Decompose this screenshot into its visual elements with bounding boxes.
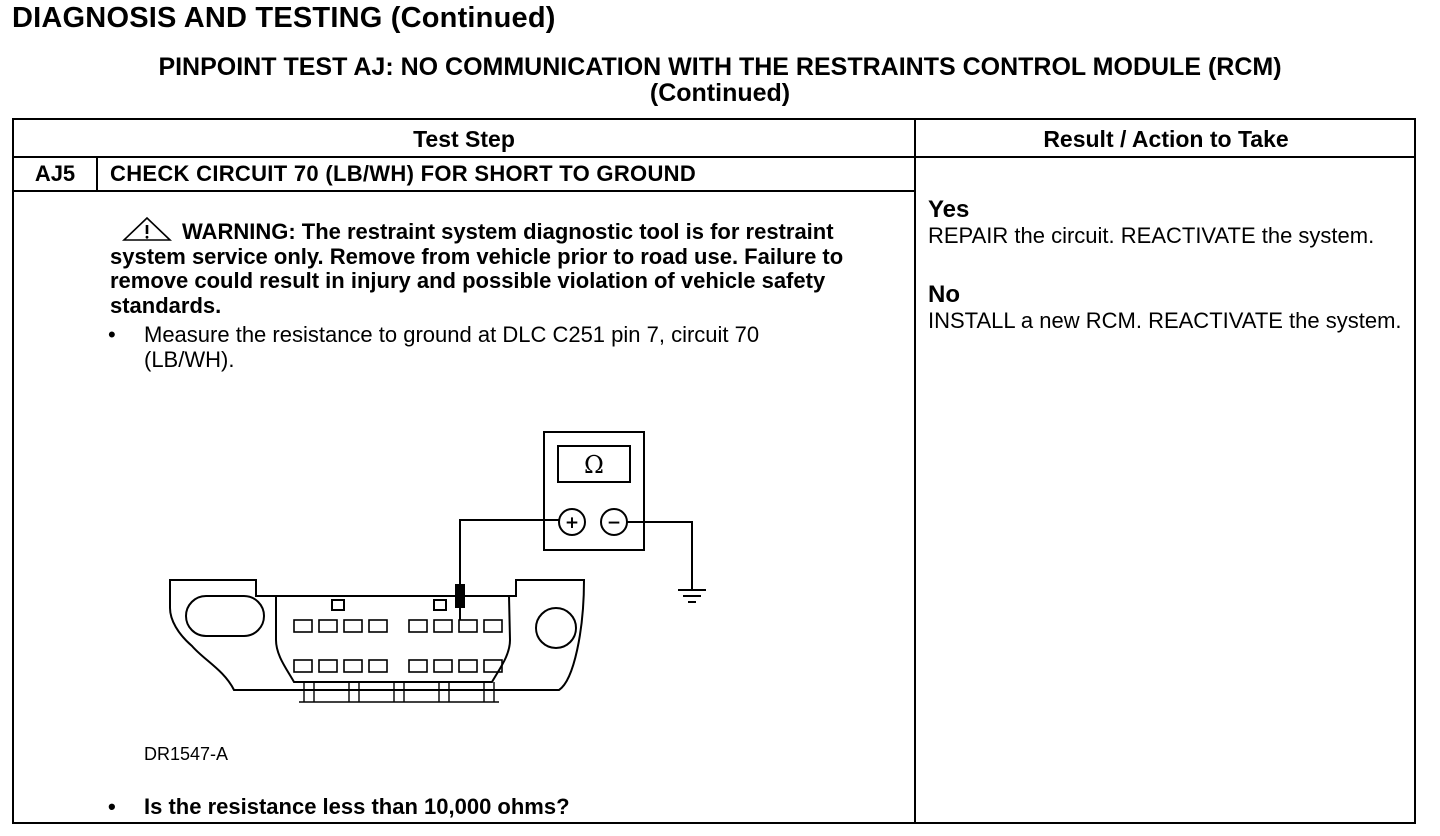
ohmmeter-icon: Ω + −: [543, 431, 645, 551]
positive-lead: [459, 519, 559, 588]
dlc-connector-diagram: Ω + −: [169, 431, 706, 703]
connector-pins-top: [293, 619, 503, 633]
negative-lead: [627, 521, 693, 590]
warning-triangle-icon: [122, 216, 172, 241]
connector-pins-bottom: [293, 659, 503, 673]
column-header-result: Result / Action to Take: [1043, 126, 1289, 152]
warning-text: WARNING: The restraint system diagnostic…: [110, 219, 844, 318]
pinpoint-test-table: Test Step Result / Action to Take AJ5 CH…: [12, 118, 1416, 824]
column-divider: [914, 120, 916, 824]
ground-icon: [678, 589, 706, 603]
instruction-line-1: Measure the resistance to ground at DLC …: [144, 322, 760, 347]
page-title: DIAGNOSIS AND TESTING (Continued): [12, 2, 556, 34]
question-text: Is the resistance less than 10,000 ohms?: [144, 794, 570, 819]
subtitle-line-1: PINPOINT TEST AJ: NO COMMUNICATION WITH …: [158, 53, 1282, 81]
connector-ribs: [299, 682, 499, 703]
column-header-test-step: Test Step: [413, 126, 515, 152]
bullet-dot: •: [108, 322, 116, 347]
ohm-symbol: Ω: [584, 451, 604, 479]
dlc-connector-icon: [169, 579, 586, 691]
result-yes-text: REPAIR the circuit. REACTIVATE the syste…: [928, 223, 1375, 248]
result-yes-label: Yes: [928, 196, 970, 223]
instruction-text: Measure the resistance to ground at DLC …: [144, 322, 759, 372]
header-divider: [14, 156, 1416, 158]
plus-terminal: +: [565, 513, 579, 533]
figure-id: DR1547-A: [144, 744, 229, 764]
step-id-divider: [96, 156, 98, 192]
question-bullet: • Is the resistance less than 10,000 ohm…: [108, 794, 908, 822]
result-no-text: INSTALL a new RCM. REACTIVATE the system…: [928, 308, 1402, 333]
step-title: CHECK CIRCUIT 70 (LB/WH) FOR SHORT TO GR…: [110, 161, 697, 186]
minus-terminal: −: [607, 513, 621, 533]
subtitle-line-2: (Continued): [649, 79, 791, 107]
result-no-label: No: [928, 281, 960, 308]
warning-block: WARNING: The restraint system diagnostic…: [110, 216, 900, 318]
bullet-dot: •: [108, 794, 116, 819]
step-title-divider: [14, 190, 914, 192]
pinpoint-test-title: PINPOINT TEST AJ: NO COMMUNICATION WITH …: [0, 54, 1440, 106]
instruction-bullet: • Measure the resistance to ground at DL…: [108, 322, 908, 374]
instruction-line-2: (LB/WH).: [144, 347, 235, 372]
step-id: AJ5: [34, 161, 76, 186]
